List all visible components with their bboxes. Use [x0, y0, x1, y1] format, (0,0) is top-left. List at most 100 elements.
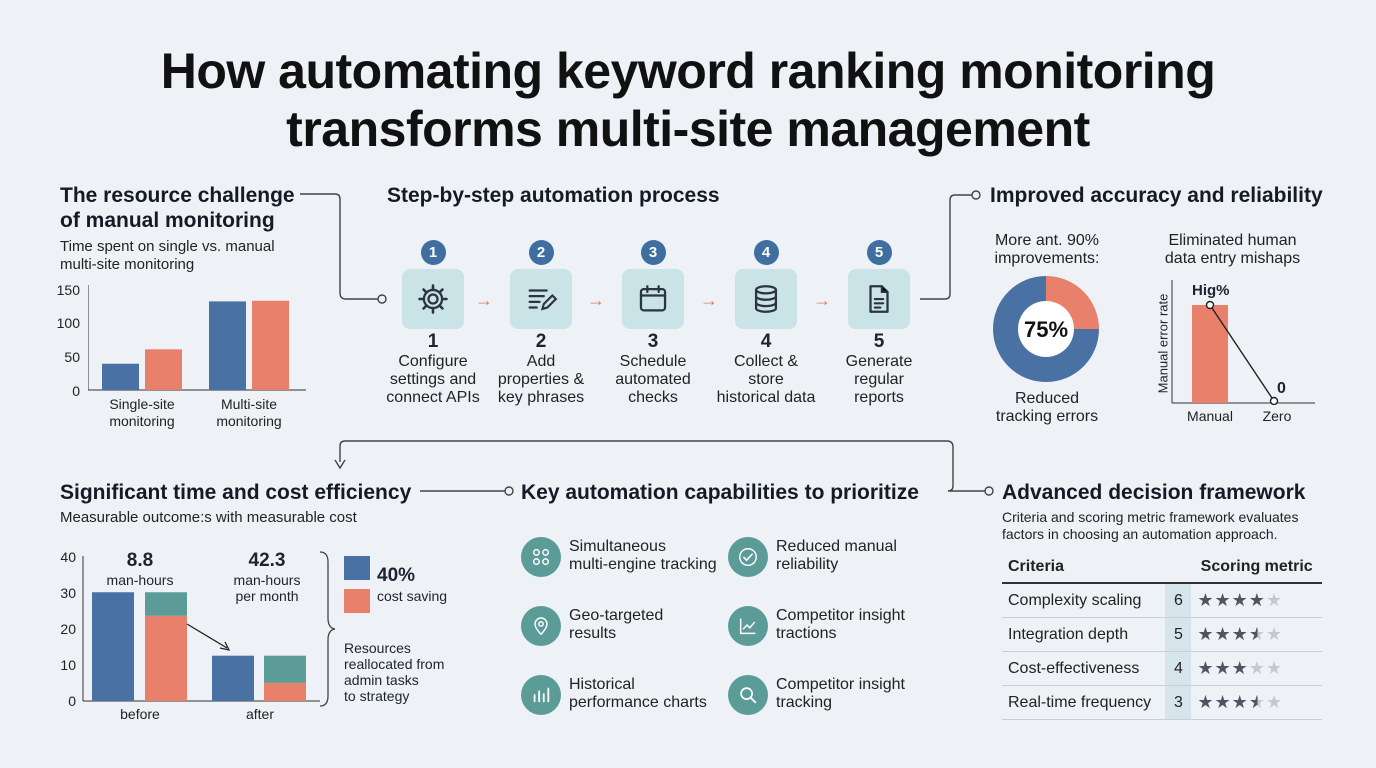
error-end-point [1269, 396, 1279, 405]
step-3: 3 3 Schedule automated checks [595, 240, 711, 407]
before-value-block: 8.8 man-hours [98, 550, 182, 588]
donut-hole [1018, 301, 1074, 357]
capability-6-text: Competitor insight tracking [776, 676, 905, 712]
step-1-label: Configure settings and connect APIs [375, 353, 491, 407]
resource-subtitle-line-2: multi-site monitoring [60, 256, 195, 273]
after-value: 42.3 [248, 550, 286, 571]
score-header [1165, 552, 1192, 584]
bar-multi-site-automated [252, 300, 289, 390]
database-icon [754, 285, 778, 313]
bar-single-site-manual [102, 363, 139, 390]
step-1-line-1: Configure [398, 353, 468, 370]
after-value-block: 42.3 man-hours per month [222, 550, 312, 604]
criteria-cell: Real-time frequency [1002, 685, 1166, 720]
chart1-tick-50: 50 [64, 349, 80, 365]
step-2-badge: 2 [528, 240, 554, 265]
step-3-line-1: Schedule [619, 353, 687, 370]
donut-top-line-1: More ant. 90% [994, 232, 1100, 249]
gear-icon [418, 284, 448, 314]
after-unit-line-2: per month [235, 588, 299, 604]
chart4-tick-0: 0 [68, 693, 76, 709]
star-icons: ★★★★★ [1197, 590, 1284, 610]
resource-title-line-1: The resource challenge [60, 184, 295, 207]
step-5-label: Generate regular reports [821, 353, 937, 407]
efficiency-subtitle: Measurable outcome:s with measurable cos… [60, 509, 357, 526]
capability-item-2: Reduced manual reliability [728, 537, 897, 577]
score-cell: 3 [1165, 685, 1192, 720]
bar-manual-error [1192, 305, 1228, 403]
chart4-tick-40: 40 [60, 549, 76, 565]
error-category-manual: Manual [1187, 408, 1233, 424]
error-axis-label: Manual error rate [1155, 293, 1171, 394]
capability-5-text: Historical performance charts [569, 676, 707, 712]
capability-1-line-2: multi-engine tracking [569, 556, 717, 573]
resource-title-line-2: of manual monitoring [60, 209, 275, 232]
star-icons: ★★★★★ [1197, 624, 1284, 644]
category-multi-label: Multi-site monitoring [216, 396, 282, 429]
capability-item-4: Competitor insight tractions [728, 606, 905, 646]
step-5-line-2: regular [854, 371, 904, 388]
criteria-table: Criteria Scoring metric Complexity scali… [1002, 552, 1322, 720]
table-row: Complexity scaling 6 ★★★★★ [1002, 583, 1322, 618]
error-reduction-donut: 75% [993, 276, 1099, 382]
bar-before-blue [92, 592, 134, 701]
error-start-point [1205, 300, 1215, 310]
error-category-zero: Zero [1262, 408, 1292, 424]
score-cell: 4 [1165, 651, 1192, 686]
donut-bottom-line-2: tracking errors [995, 408, 1099, 425]
step-5-line-1: Generate [845, 353, 913, 370]
criteria-header: Criteria [1002, 552, 1166, 584]
step-1-number: 1 [427, 331, 439, 352]
after-unit-line-1: man-hours [233, 572, 301, 588]
capability-3-line-1: Geo-targeted [569, 607, 664, 624]
check-circle-icon [728, 537, 768, 577]
resource-subtitle-line-1: Time spent on single vs. manual [60, 238, 275, 255]
step-2-number: 2 [535, 331, 547, 352]
donut-bottom-label: Reduced tracking errors [962, 390, 1132, 426]
efficiency-bar-chart [82, 556, 320, 702]
step-3-icon-box [622, 269, 684, 329]
capability-2-text: Reduced manual reliability [776, 538, 897, 574]
step-5-badge: 5 [866, 240, 892, 265]
step-5: 5 5 Generate regular reports [821, 240, 937, 407]
capability-3-line-2: results [569, 625, 617, 642]
step-2-line-3: key phrases [497, 389, 585, 406]
table-row: Cost-effectiveness 4 ★★★★★ [1002, 651, 1322, 686]
arrow-right-icon: → [813, 290, 831, 310]
bar-single-site-automated [145, 349, 182, 390]
arrow-right-icon: → [587, 290, 605, 310]
capability-5-line-1: Historical [569, 676, 635, 693]
donut-center-label: 75% [1024, 317, 1068, 342]
saving-label: cost saving [377, 588, 448, 604]
chart1-tick-0: 0 [72, 383, 80, 399]
list-edit-icon [528, 289, 558, 311]
table-row: Integration depth 5 ★★★★★ [1002, 617, 1322, 652]
step-3-line-3: checks [628, 389, 678, 406]
efficiency-category-after: after [245, 706, 274, 722]
step-4-line-2: store [748, 371, 784, 388]
capability-2-line-1: Reduced manual [776, 538, 897, 555]
metric-header: Scoring metric [1191, 552, 1322, 584]
chart4-tick-30: 30 [60, 585, 76, 601]
step-4: 4 4 Collect & store historical data [708, 240, 824, 407]
step-2-line-1: Add [526, 353, 556, 370]
criteria-cell: Integration depth [1002, 617, 1166, 652]
reduction-arrowhead [219, 641, 231, 651]
realloc-line-2: reallocated from [344, 656, 445, 672]
bar-before-teal [145, 592, 187, 616]
donut-top-label: More ant. 90% improvements: [962, 232, 1132, 268]
capability-6-line-1: Competitor insight [776, 676, 905, 693]
legend-swatch-coral [344, 589, 370, 613]
chart4-tick-10: 10 [60, 657, 76, 673]
step-3-badge: 3 [640, 240, 666, 265]
bar-after-blue [212, 655, 254, 701]
realloc-line-1: Resources [344, 640, 411, 656]
step-4-line-1: Collect & [733, 353, 799, 370]
reduction-arrow [186, 623, 228, 649]
process-steps: 1 1 Configure settings and connect APIs … [375, 240, 935, 415]
step-2-label: Add properties & key phrases [483, 353, 599, 407]
saving-value: 40% [377, 565, 416, 586]
chart1-category-multi: Multi-site monitoring [203, 396, 295, 430]
capability-1-line-1: Simultaneous [569, 538, 666, 555]
